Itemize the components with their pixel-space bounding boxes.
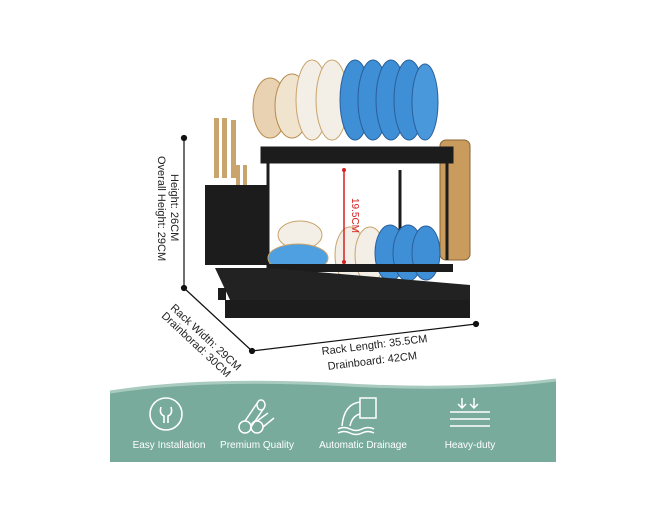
wrench-icon [149,397,183,431]
dimension-lines [180,134,480,355]
tier-gap-label: 19.5CM [349,198,360,234]
pipes-icon [238,399,275,434]
top-rack [260,146,454,270]
feature-band [110,380,556,462]
feature-premium-quality: Premium Quality [220,440,294,451]
feature-easy-installation: Easy Installation [132,440,206,451]
feature-automatic-drainage: Automatic Drainage [319,440,407,451]
bottom-rack [215,264,470,318]
overall-height-label: Overall Height: 29CM [155,156,167,262]
height-label: Height: 26CM [168,174,180,242]
feature-heavy-duty: Heavy-duty [444,440,496,451]
drain-icon [337,397,377,436]
top-plates [252,59,439,141]
weight-icon [450,398,490,427]
cutlery-holder [205,185,267,265]
